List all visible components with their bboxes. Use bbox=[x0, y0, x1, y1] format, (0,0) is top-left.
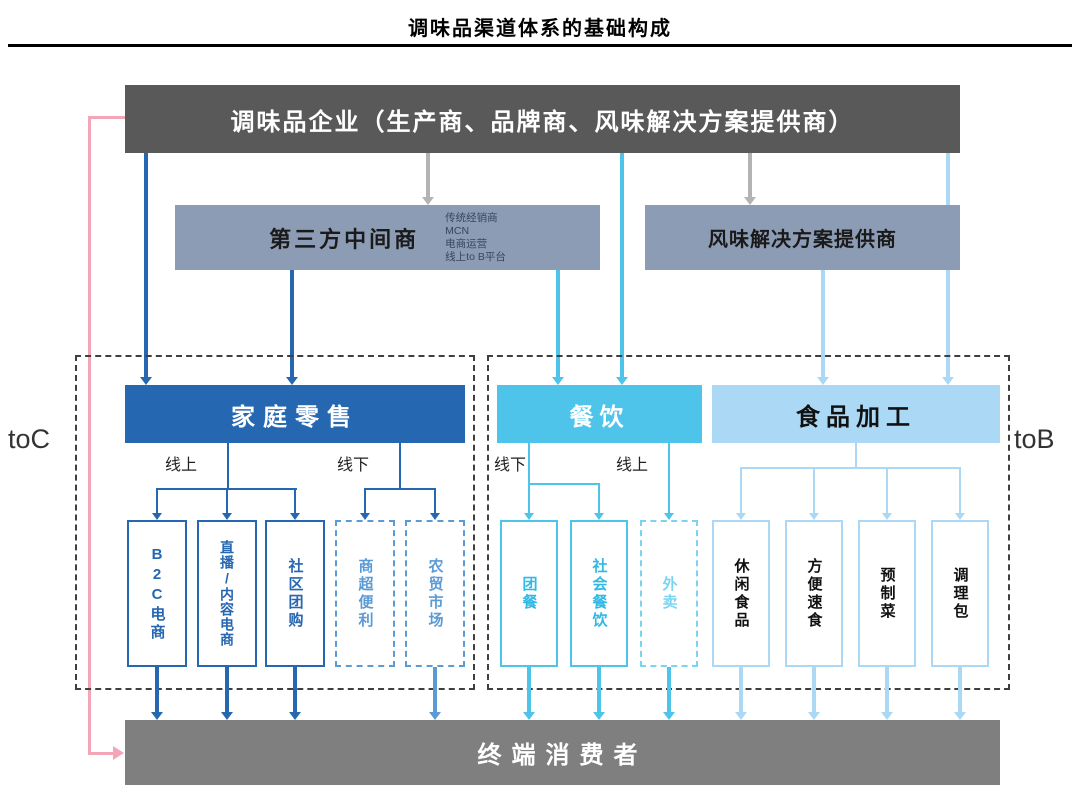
home-retail-header: 家庭零售 bbox=[125, 385, 465, 443]
consumer-box: 终端消费者 bbox=[125, 720, 1000, 785]
channel-social-catering: 社会餐饮 bbox=[570, 520, 628, 667]
channel-snack-food: 休闲食品 bbox=[712, 520, 770, 667]
arrow-to-instant-food bbox=[813, 467, 815, 513]
catering-online-label: 线上 bbox=[616, 457, 649, 474]
channel-seasoning-pack: 调理包 bbox=[931, 520, 989, 667]
arrow-to-community bbox=[294, 488, 296, 513]
channel-b2c: B2C电商 bbox=[127, 520, 187, 667]
arrow-company-to-flavor bbox=[748, 153, 752, 197]
arrow-to-social-catering bbox=[598, 483, 600, 513]
arrow-to-seasoning-pack bbox=[959, 467, 961, 513]
middleman-sublabel: 线上to B平台 bbox=[445, 250, 506, 263]
tob-label: toB bbox=[1014, 424, 1055, 454]
middleman-label: 第三方中间商 bbox=[269, 226, 420, 252]
arrow-to-b2c bbox=[156, 488, 158, 513]
company-box: 调味品企业（生产商、品牌商、风味解决方案提供商） bbox=[125, 85, 960, 153]
arrow-middleman-to-catering bbox=[556, 270, 560, 377]
arrow-livestream-to-consumer bbox=[225, 667, 229, 712]
channel-prepared-dish: 预制菜 bbox=[858, 520, 916, 667]
title-divider bbox=[8, 44, 1072, 47]
home-retail-offline-branch bbox=[364, 488, 436, 490]
middleman-sublabel: 电商运营 bbox=[445, 237, 488, 250]
arrow-company-to-middleman bbox=[426, 153, 430, 197]
arrow-snack-to-consumer bbox=[739, 667, 743, 712]
flavor-provider-box: 风味解决方案提供商 bbox=[645, 205, 960, 270]
pink-connector-bottom bbox=[88, 752, 114, 755]
middleman-box: 第三方中间商 传统经销商 MCN 电商运营 线上to B平台 bbox=[175, 205, 600, 270]
page-title: 调味品渠道体系的基础构成 bbox=[408, 18, 672, 40]
pink-connector-vertical bbox=[88, 116, 91, 755]
catering-offline-label: 线下 bbox=[494, 457, 527, 474]
channel-delivery: 外卖 bbox=[640, 520, 698, 667]
arrow-company-to-home-retail bbox=[144, 153, 148, 377]
arrow-pack-to-consumer bbox=[958, 667, 962, 712]
arrow-to-wet-market bbox=[434, 488, 436, 513]
pink-arrowhead-icon bbox=[113, 746, 124, 760]
arrow-flavor-to-food-processing bbox=[821, 270, 825, 377]
tob-dashed-container bbox=[487, 355, 1010, 690]
arrow-social-catering-to-consumer bbox=[597, 667, 601, 712]
food-processing-branch bbox=[740, 467, 961, 469]
channel-instant-food: 方便速食 bbox=[785, 520, 843, 667]
catering-offline-branch bbox=[528, 483, 600, 485]
catering-offline-stem bbox=[528, 443, 530, 485]
arrow-group-meal-to-consumer bbox=[527, 667, 531, 712]
arrow-to-supermarket bbox=[364, 488, 366, 513]
channel-group-meal: 团餐 bbox=[500, 520, 558, 667]
middleman-sublabels: 传统经销商 MCN 电商运营 线上to B平台 bbox=[445, 212, 506, 264]
arrow-to-snack-food bbox=[740, 467, 742, 513]
pink-connector-top bbox=[88, 116, 125, 119]
channel-livestream: 直播/内容电商 bbox=[197, 520, 257, 667]
arrow-instant-to-consumer bbox=[812, 667, 816, 712]
middleman-sublabel: 传统经销商 bbox=[445, 211, 498, 224]
arrow-to-livestream bbox=[226, 488, 228, 513]
catering-header: 餐饮 bbox=[497, 385, 702, 443]
arrow-to-delivery bbox=[668, 443, 670, 513]
food-processing-header: 食品加工 bbox=[712, 385, 1000, 443]
middleman-sublabel: MCN bbox=[445, 224, 470, 237]
arrow-community-to-consumer bbox=[293, 667, 297, 712]
channel-wet-market: 农贸市场 bbox=[405, 520, 465, 667]
channel-community-group: 社区团购 bbox=[265, 520, 325, 667]
home-retail-offline-label: 线下 bbox=[337, 457, 370, 474]
arrow-prepared-to-consumer bbox=[885, 667, 889, 712]
arrow-delivery-to-consumer bbox=[667, 667, 671, 712]
arrow-company-to-catering bbox=[620, 153, 624, 377]
arrow-to-group-meal bbox=[528, 483, 530, 513]
arrow-wet-market-to-consumer bbox=[433, 667, 437, 712]
channel-supermarket: 商超便利 bbox=[335, 520, 395, 667]
toc-label: toC bbox=[8, 424, 51, 454]
arrow-b2c-to-consumer bbox=[155, 667, 159, 712]
food-processing-stem bbox=[855, 443, 857, 469]
home-retail-offline-stem bbox=[399, 443, 401, 489]
toc-dashed-container bbox=[75, 355, 475, 690]
arrow-middleman-to-home-retail bbox=[290, 270, 294, 377]
home-retail-online-stem bbox=[227, 443, 229, 489]
home-retail-online-label: 线上 bbox=[165, 457, 198, 474]
arrow-to-prepared-dish bbox=[886, 467, 888, 513]
